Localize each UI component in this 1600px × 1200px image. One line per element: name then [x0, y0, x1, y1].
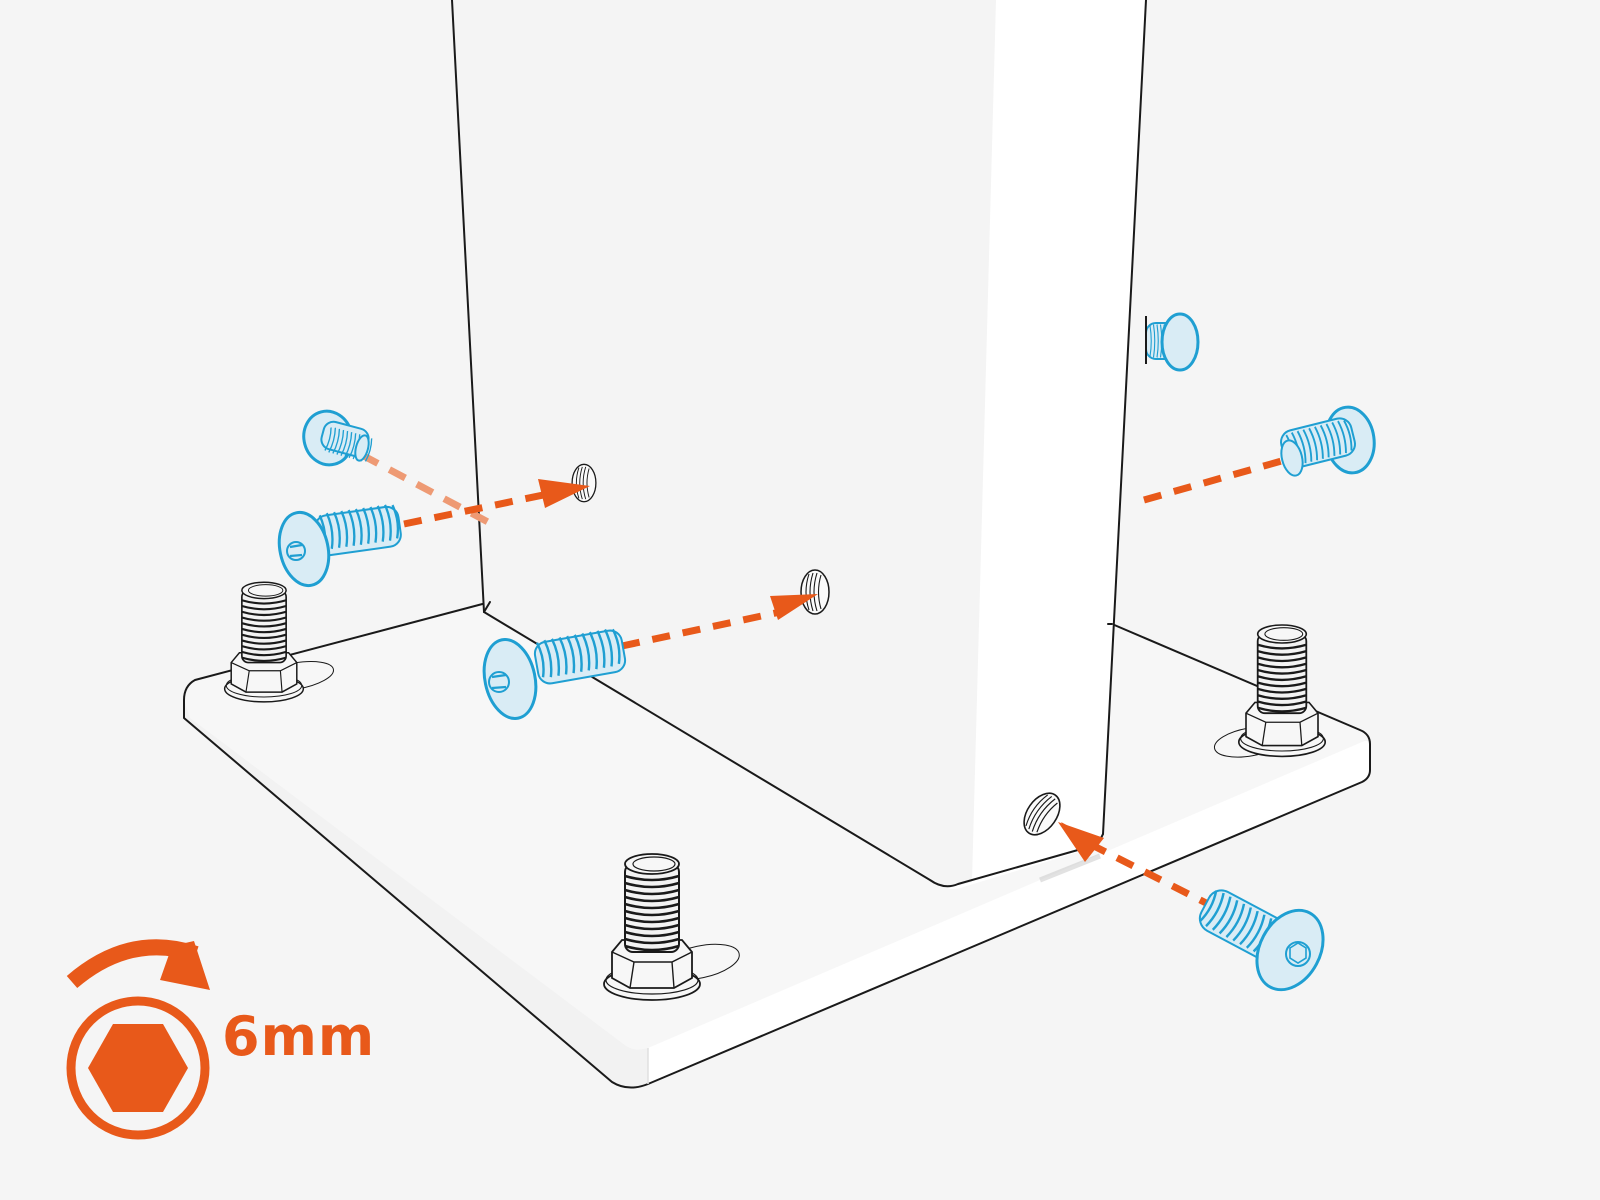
anchor-bolt-front [602, 852, 740, 1002]
threaded-hole-middle [800, 569, 830, 615]
screw-right [1280, 405, 1376, 477]
screw-middle [482, 626, 627, 720]
clockwise-arrow-icon [66, 939, 210, 990]
screw-upper-left [277, 502, 402, 588]
screw-back-left [302, 409, 375, 467]
threaded-hole-upper [571, 463, 597, 503]
arrow-lower-right [1058, 822, 1218, 912]
tool-badge [66, 939, 210, 1140]
anchor-bolt-right [1213, 623, 1327, 758]
screw-lower-right [1197, 888, 1325, 992]
arrow-faded-back-left [360, 451, 490, 526]
arrow-middle [621, 594, 818, 650]
arrow-right [1143, 454, 1293, 504]
arrow-upper-left [403, 479, 590, 528]
anchor-bolt-back-left [223, 581, 334, 703]
hex-key-icon [66, 996, 210, 1140]
tool-size-label: 6mm [222, 1005, 376, 1068]
screw-right-upper [1145, 312, 1200, 372]
